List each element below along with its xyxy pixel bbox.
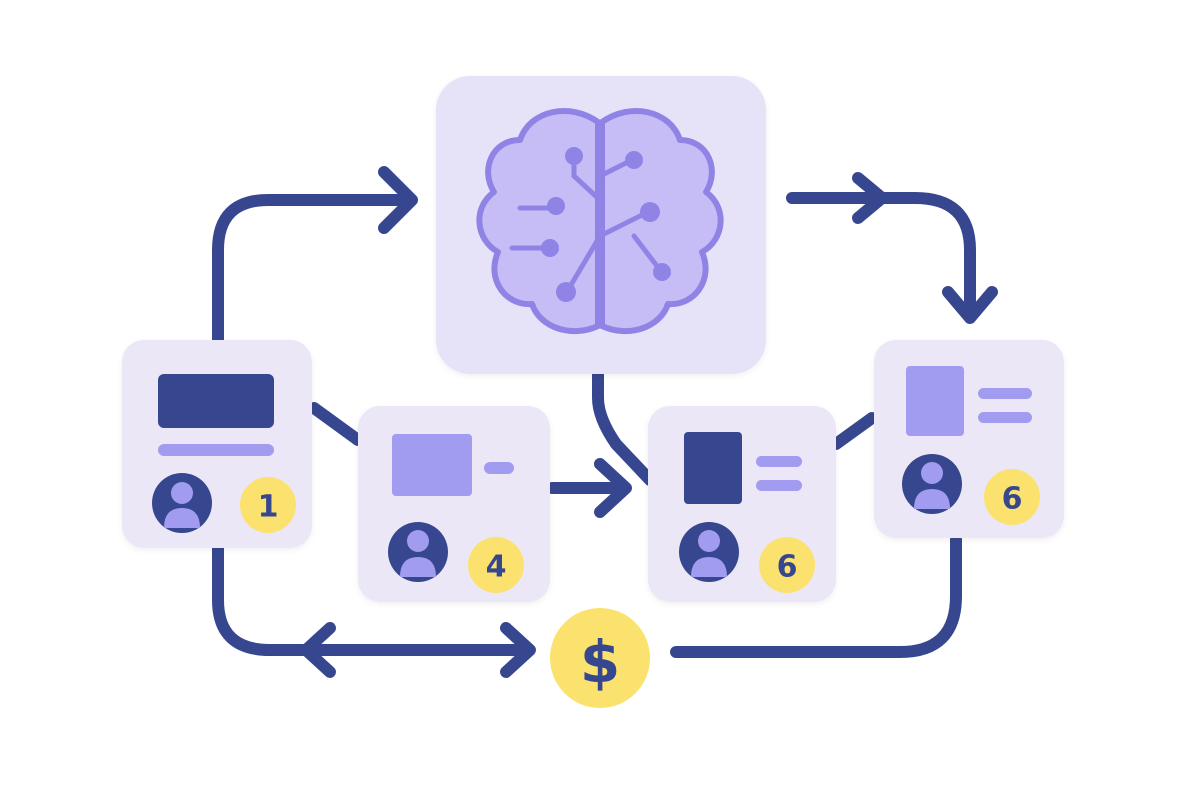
rating-badge-3: 6: [759, 537, 815, 593]
rating-badge-4: 6: [984, 469, 1040, 525]
arrowhead-mid-right: [852, 172, 888, 224]
connector-card1-to-brain: [212, 194, 416, 346]
profile-card-1: 1: [122, 340, 312, 548]
arrowhead-into-payment: [500, 622, 536, 678]
rating-badge-1: 1: [240, 477, 296, 533]
card-3-image-block: [684, 432, 742, 504]
user-avatar-icon: [902, 454, 962, 514]
payment-symbol: $: [580, 628, 620, 696]
rating-value-2: 4: [486, 550, 507, 585]
card-4-text-line-1: [978, 388, 1032, 399]
arrowhead-back-left: [300, 622, 336, 678]
arrowhead-into-card3: [594, 458, 632, 518]
card-2-text-line: [484, 462, 514, 474]
arrowhead-into-card4: [942, 286, 998, 324]
connector-card1-to-card2: [308, 402, 364, 446]
connector-payment-to-card4: [670, 534, 962, 658]
card-3-text-line-2: [756, 480, 802, 491]
card-3-text-line-1: [756, 456, 802, 467]
profile-card-4: 6: [874, 340, 1064, 538]
connectors: [212, 166, 998, 678]
connector-card1-to-payment: [212, 542, 534, 656]
connector-brain-to-card4: [786, 192, 976, 316]
connector-brain-to-card3: [592, 368, 656, 486]
dollar-coin-icon: $: [550, 608, 650, 708]
card-4-text-line-2: [978, 412, 1032, 423]
user-avatar-icon: [679, 522, 739, 582]
rating-value-1: 1: [258, 490, 279, 525]
card-1-header-block: [158, 374, 274, 428]
rating-value-4: 6: [1002, 482, 1023, 517]
profile-card-2: 4: [358, 406, 550, 602]
user-avatar-icon: [152, 473, 212, 533]
brain-card: [436, 76, 766, 374]
card-4-image-block: [906, 366, 964, 436]
profile-card-3: 6: [648, 406, 836, 602]
card-1-text-line: [158, 444, 274, 456]
card-2-image-block: [392, 434, 472, 496]
user-avatar-icon: [388, 522, 448, 582]
arrowhead-into-brain: [378, 166, 418, 234]
connector-card3-to-card4: [830, 412, 878, 450]
brain-icon: [476, 108, 724, 335]
rating-value-3: 6: [777, 550, 798, 585]
rating-badge-2: 4: [468, 537, 524, 593]
